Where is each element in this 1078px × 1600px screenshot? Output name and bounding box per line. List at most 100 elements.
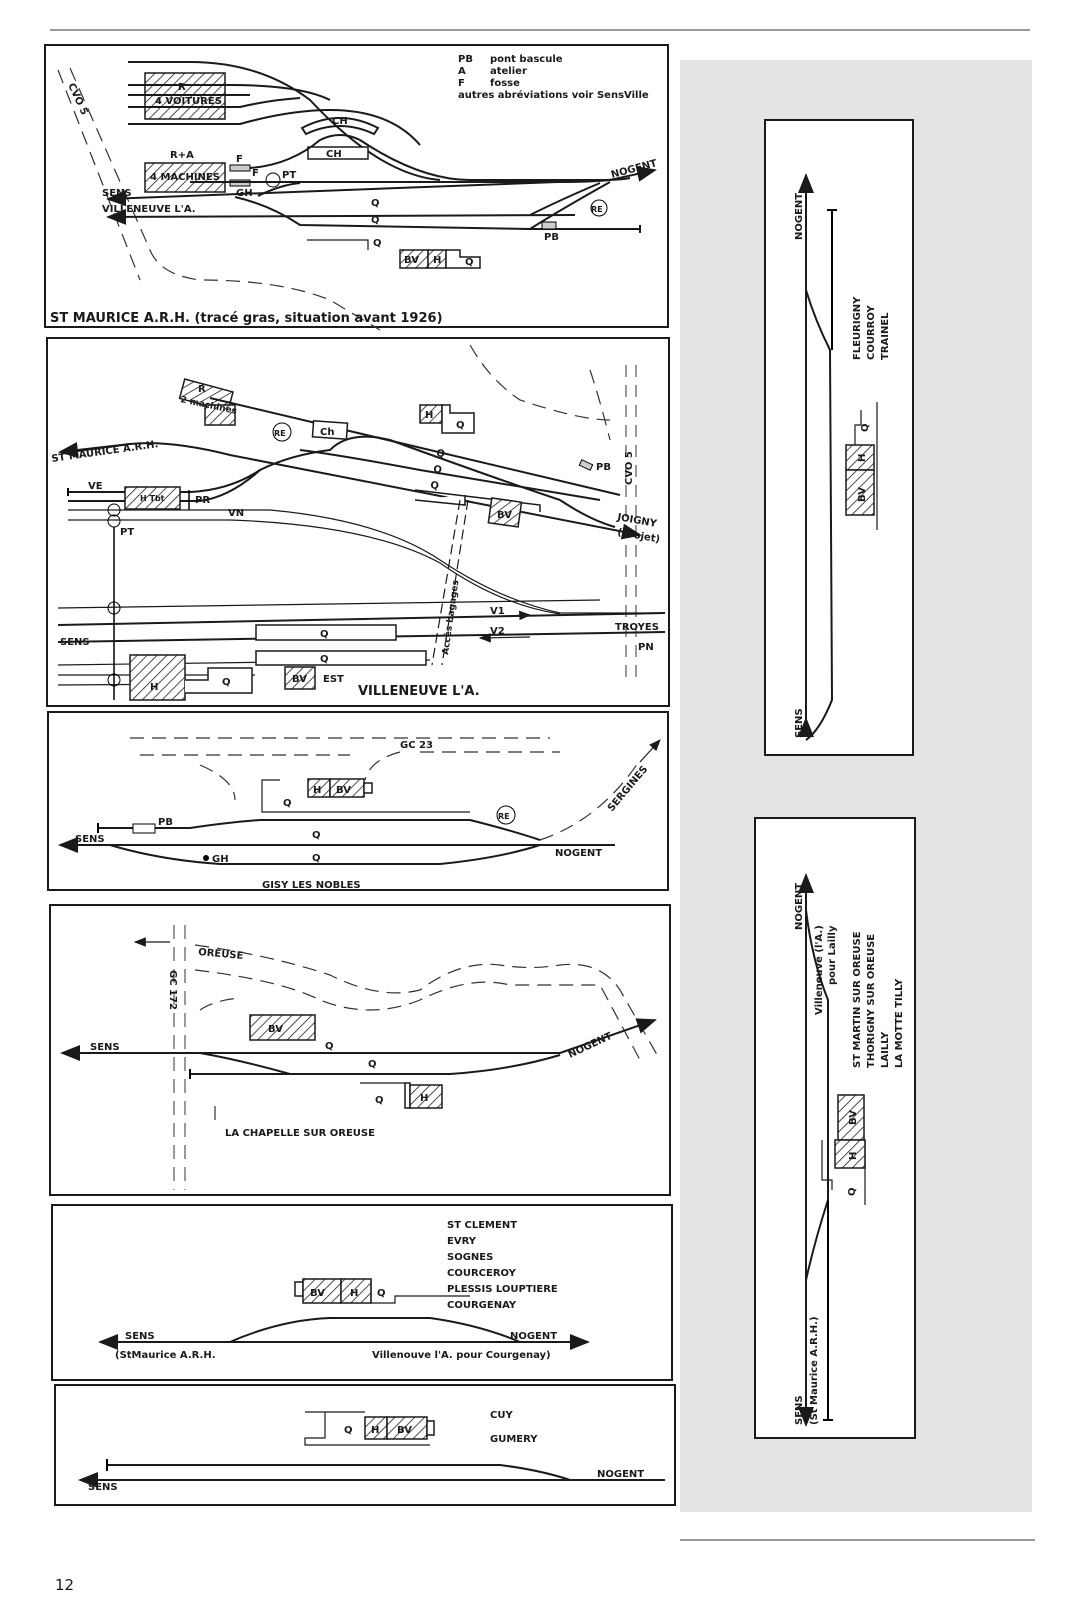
legend-meaning: atelier — [490, 66, 527, 77]
label: Q — [222, 677, 231, 688]
label: PB — [158, 817, 173, 828]
label: Q — [368, 1059, 377, 1070]
road-label: CVO 5 — [624, 451, 635, 485]
direction-label: SENS — [88, 1482, 118, 1493]
station-name: EVRY — [447, 1236, 477, 1247]
label: F — [236, 154, 243, 165]
legend-abbr: PB — [458, 54, 473, 65]
label: F — [252, 168, 259, 179]
direction-label: SENS — [794, 708, 805, 738]
direction-label: NOGENT — [794, 883, 805, 930]
label: BV — [404, 255, 419, 266]
direction-label: NOGENT — [555, 848, 602, 859]
label: BV — [848, 1110, 859, 1125]
label: Q — [283, 798, 292, 809]
panel-fleurigny: NOGENT FLEURIGNY COURROY TRAINEL Q H BV … — [764, 119, 914, 756]
label: Q — [377, 1288, 386, 1299]
label: CH — [332, 116, 348, 127]
station-name: COURROY — [866, 304, 877, 360]
direction-label: NOGENT — [597, 1469, 644, 1480]
label: BV — [292, 674, 307, 685]
label: 4 VOITURES — [155, 96, 222, 107]
label: Q — [371, 215, 380, 226]
label: Q — [373, 238, 382, 249]
panel-title: GISY LES NOBLES — [262, 880, 361, 891]
label: RE — [274, 429, 286, 438]
label: H — [857, 454, 868, 462]
label: H — [313, 785, 321, 796]
direction-note: pour Lailly — [827, 925, 838, 985]
label: H Tbt — [140, 494, 165, 503]
label: Q — [320, 654, 329, 665]
station-name: SOGNES — [447, 1252, 493, 1263]
panel-title: LA CHAPELLE SUR OREUSE — [225, 1128, 375, 1139]
river-label: OREUSE — [198, 947, 244, 962]
label: Q — [465, 257, 474, 268]
label: PB — [596, 462, 611, 473]
legend-meaning: pont bascule — [490, 54, 563, 65]
station-name: TRAINEL — [880, 312, 891, 360]
label: Q — [344, 1425, 353, 1436]
direction-label: SENS — [794, 1395, 805, 1425]
station-name: LA MOTTE TILLY — [894, 978, 905, 1068]
label: Q — [320, 629, 329, 640]
panel-gisy: GC 23 SERGINES Q H BV RE PB SENS NOGENT … — [47, 711, 669, 891]
label: Q — [436, 448, 446, 460]
direction-label: SENS — [75, 834, 105, 845]
label: Q — [430, 480, 440, 492]
direction-note: Villenouve l'A. pour Courgenay) — [372, 1350, 551, 1361]
label: PB — [544, 232, 559, 243]
station-name: CUY — [490, 1410, 513, 1421]
station-name: THORIGNY SUR OREUSE — [866, 934, 877, 1068]
direction-label: SENS — [90, 1042, 120, 1053]
label: Q — [860, 423, 871, 432]
label: Q — [312, 853, 321, 864]
label: Q — [456, 420, 465, 431]
label: V2 — [490, 626, 505, 637]
label: Q — [312, 830, 321, 841]
label: PT — [120, 527, 134, 538]
legend-abbr: F — [458, 78, 465, 89]
label: PT — [282, 170, 296, 181]
label: R — [178, 82, 186, 93]
station-name: GUMERY — [490, 1434, 538, 1445]
label: VN — [228, 508, 244, 519]
page-number: 12 — [55, 1576, 74, 1594]
label: H — [420, 1093, 428, 1104]
road-label: GC 172 — [167, 970, 178, 1010]
direction-note: Villeneuve (l'A.) — [814, 925, 825, 1015]
station-name: ST CLEMENT — [447, 1220, 517, 1231]
label: V1 — [490, 606, 505, 617]
label: PN — [638, 642, 654, 653]
station-name: COURGENAY — [447, 1300, 517, 1311]
label: RE — [498, 812, 510, 821]
panel-title: ST MAURICE A.R.H. (tracé gras, situation… — [50, 311, 443, 326]
label: BV — [336, 785, 351, 796]
label: H — [371, 1425, 379, 1436]
panel-title: VILLENEUVE L'A. — [358, 684, 480, 699]
station-name: LAILLY — [880, 1031, 891, 1068]
label: Q — [325, 1041, 334, 1052]
label: Ch — [320, 427, 334, 438]
label: PR — [195, 495, 210, 506]
direction-label: TROYES — [615, 622, 659, 633]
station-name: ST MARTIN SUR OREUSE — [852, 931, 863, 1068]
label: BV — [268, 1024, 283, 1035]
panel-cuy: CUY GUMERY Q H BV SENS NOGENT — [54, 1384, 676, 1506]
depot-machines — [144, 162, 226, 193]
label: BV — [857, 487, 868, 502]
legend-note: autres abréviations voir SensVille — [458, 89, 649, 101]
direction-note: (StMaurice A.R.H. — [115, 1350, 216, 1361]
station-name: FLEURIGNY — [852, 296, 863, 360]
direction-label: NOGENT — [794, 193, 805, 240]
legend-abbr: A — [458, 66, 466, 77]
direction-label: VILLENEUVE L'A. — [102, 204, 196, 215]
label: CH — [326, 149, 342, 160]
road-label: GC 23 — [400, 740, 433, 751]
label: GH — [212, 854, 229, 865]
direction-label: NOGENT — [510, 1331, 557, 1342]
label: Q — [433, 464, 443, 476]
direction-label: SENS — [60, 637, 90, 648]
direction-label: SENS — [125, 1331, 155, 1342]
